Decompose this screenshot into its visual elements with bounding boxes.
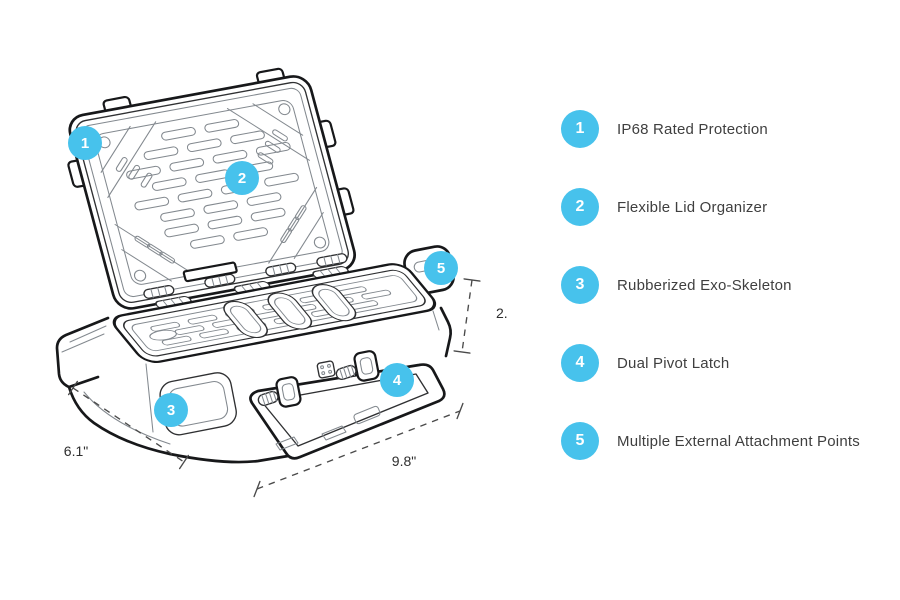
callout-badge-1: 1 <box>68 126 102 160</box>
legend-label-5: Multiple External Attachment Points <box>617 432 860 450</box>
door-detail-tabs <box>275 405 381 451</box>
legend-badge-5: 5 <box>561 422 599 460</box>
case-base-rim <box>112 263 437 364</box>
latch-left <box>257 376 302 408</box>
legend-label-2: Flexible Lid Organizer <box>617 198 768 216</box>
legend-item-lid-organizer: 2 Flexible Lid Organizer <box>561 188 896 226</box>
case-lid <box>67 67 356 310</box>
legend-badge-4: 4 <box>561 344 599 382</box>
legend-item-ip68: 1 IP68 Rated Protection <box>561 110 896 148</box>
case-front-door <box>249 363 446 460</box>
callout-badge-2: 2 <box>225 161 259 195</box>
legend-label-3: Rubberized Exo-Skeleton <box>617 276 792 294</box>
legend-label-4: Dual Pivot Latch <box>617 354 730 372</box>
lid-hinge-barrels <box>143 253 348 299</box>
dimension-label-side: 6.1" <box>63 443 89 459</box>
case-base-body <box>55 306 453 464</box>
callout-badge-3: 3 <box>154 393 188 427</box>
callout-badge-5: 5 <box>424 251 458 285</box>
legend-badge-1: 1 <box>561 110 599 148</box>
legend-item-pivot-latch: 4 Dual Pivot Latch <box>561 344 896 382</box>
dimension-lines <box>67 278 481 498</box>
legend-item-exo-skeleton: 3 Rubberized Exo-Skeleton <box>561 266 896 304</box>
base-floor-hole <box>149 329 177 341</box>
legend-item-attachment-points: 5 Multiple External Attachment Points <box>561 422 896 460</box>
dimension-label-front: 9.8" <box>391 453 417 469</box>
feature-legend: 1 IP68 Rated Protection 2 Flexible Lid O… <box>561 110 896 460</box>
base-vent-button <box>316 360 336 379</box>
legend-badge-3: 3 <box>561 266 599 304</box>
dimension-label-height: 2. <box>496 305 508 321</box>
legend-label-1: IP68 Rated Protection <box>617 120 768 138</box>
lid-corner-ridges <box>100 103 324 282</box>
lid-latch-slot <box>182 261 238 283</box>
latch-right <box>335 350 380 382</box>
legend-badge-2: 2 <box>561 188 599 226</box>
callout-badge-4: 4 <box>380 363 414 397</box>
base-organizer-straps <box>223 284 357 339</box>
